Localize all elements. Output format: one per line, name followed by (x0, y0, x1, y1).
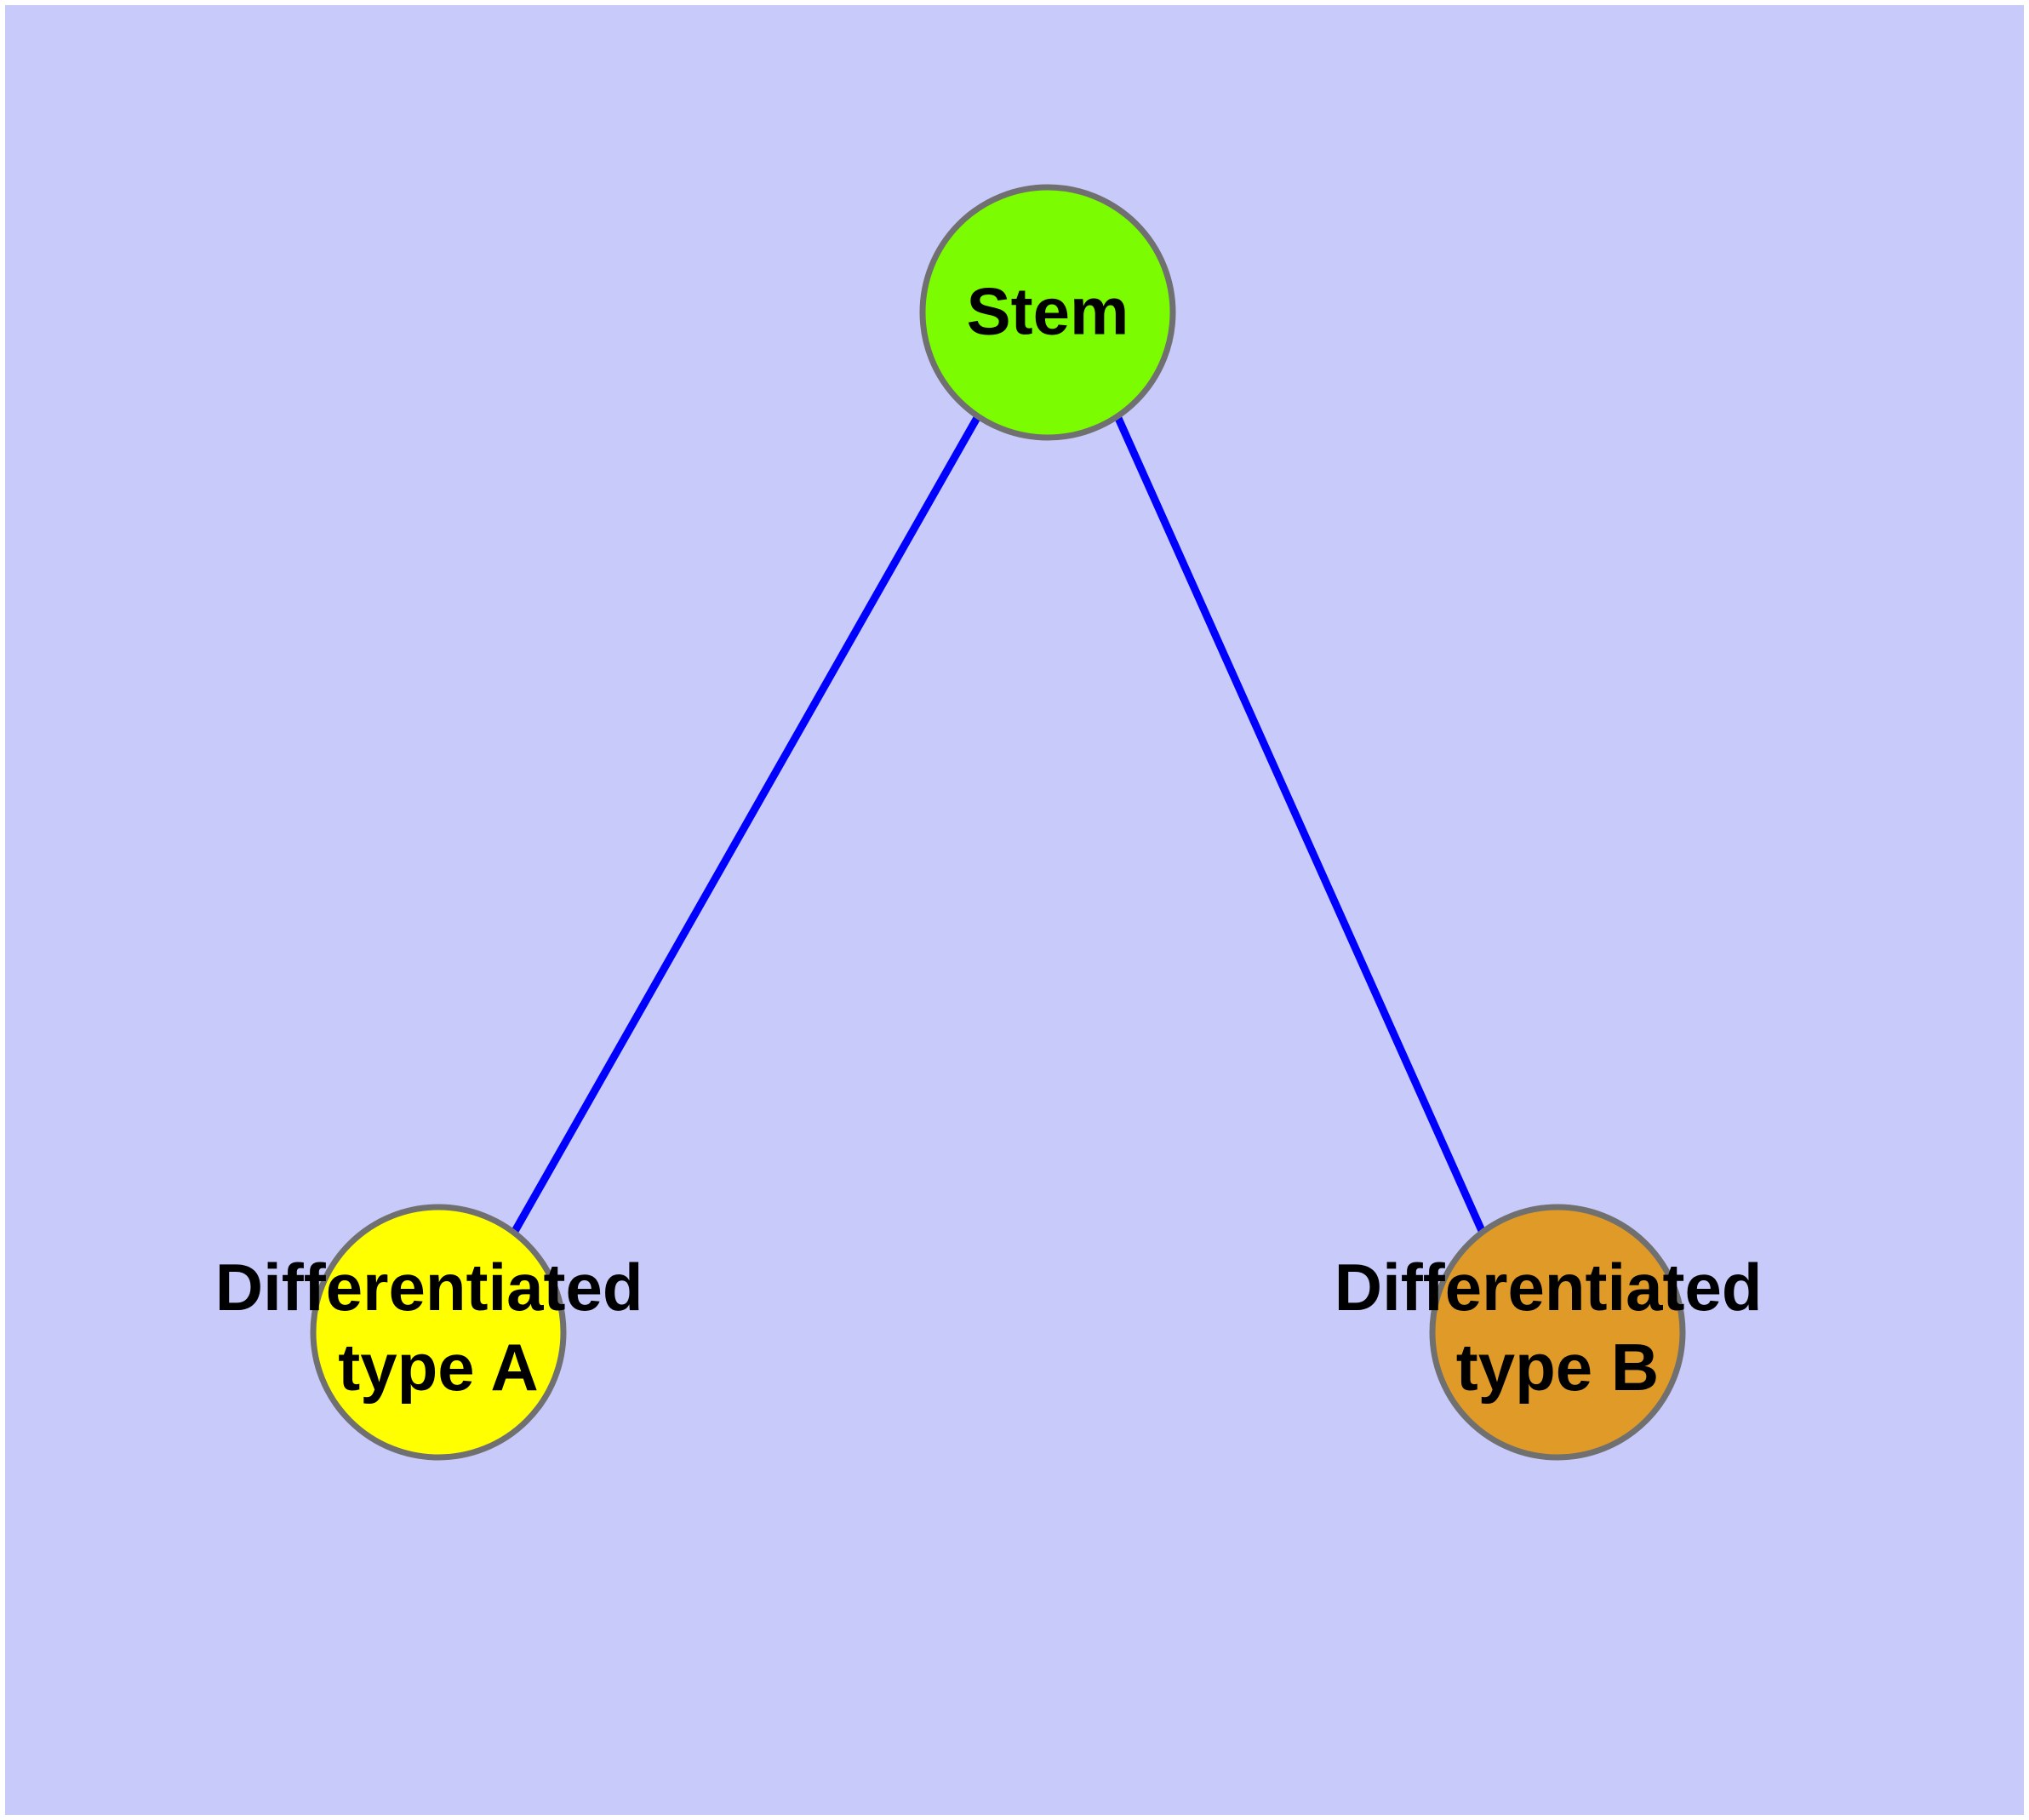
node-label-stem: Stem (967, 274, 1129, 349)
label-line-2: type A (338, 1330, 539, 1405)
edge-stem-to-differentiated-type-a[interactable] (511, 414, 981, 1235)
node-label-differentiated-type-b: Differentiated type B (1335, 1250, 1780, 1405)
node-differentiated-type-a[interactable]: Differentiated type A (215, 1204, 661, 1461)
label-line-1: Differentiated (215, 1250, 643, 1325)
node-circle-differentiated-type-b[interactable] (1429, 1204, 1686, 1461)
label-line-2: type B (1456, 1330, 1659, 1405)
node-label-differentiated-type-a: Differentiated type A (215, 1250, 661, 1405)
label-line-1: Differentiated (1335, 1250, 1763, 1325)
node-circle-differentiated-type-a[interactable] (310, 1204, 567, 1461)
node-differentiated-type-b[interactable]: Differentiated type B (1335, 1204, 1780, 1461)
node-circle-stem[interactable] (919, 184, 1176, 441)
edge-stem-to-differentiated-type-b[interactable] (1113, 415, 1487, 1234)
node-stem[interactable]: Stem (919, 184, 1176, 441)
edge-group (511, 414, 1487, 1235)
